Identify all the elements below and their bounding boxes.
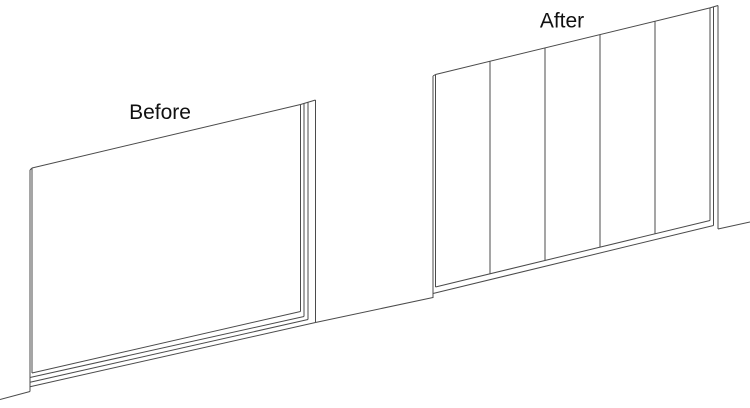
after-wall-group xyxy=(432,5,719,298)
before-wall-group xyxy=(29,99,316,392)
after-panel-dividers xyxy=(489,21,656,274)
before-label: Before xyxy=(129,101,191,124)
before-bottom-track xyxy=(29,311,316,388)
before-panel-outline xyxy=(29,104,301,392)
before-top-edge xyxy=(31,104,301,169)
floor-line-right xyxy=(717,221,750,230)
after-post-top-connector xyxy=(709,5,719,9)
after-rail-2 xyxy=(432,225,714,294)
before-right-post xyxy=(300,99,316,323)
floor-line-middle xyxy=(315,297,434,323)
floor-line-left xyxy=(0,391,31,400)
after-right-post xyxy=(709,5,719,229)
before-rail-4 xyxy=(29,322,316,388)
after-bottom-track xyxy=(432,220,714,294)
after-panel-outline xyxy=(432,7,711,298)
before-rail-1 xyxy=(31,311,301,374)
after-rail-1 xyxy=(435,220,711,288)
floor-lines xyxy=(0,221,750,400)
after-top-edge xyxy=(435,7,711,75)
after-label: After xyxy=(540,10,584,33)
before-rail-3 xyxy=(29,319,309,383)
before-rail-2 xyxy=(29,316,305,378)
